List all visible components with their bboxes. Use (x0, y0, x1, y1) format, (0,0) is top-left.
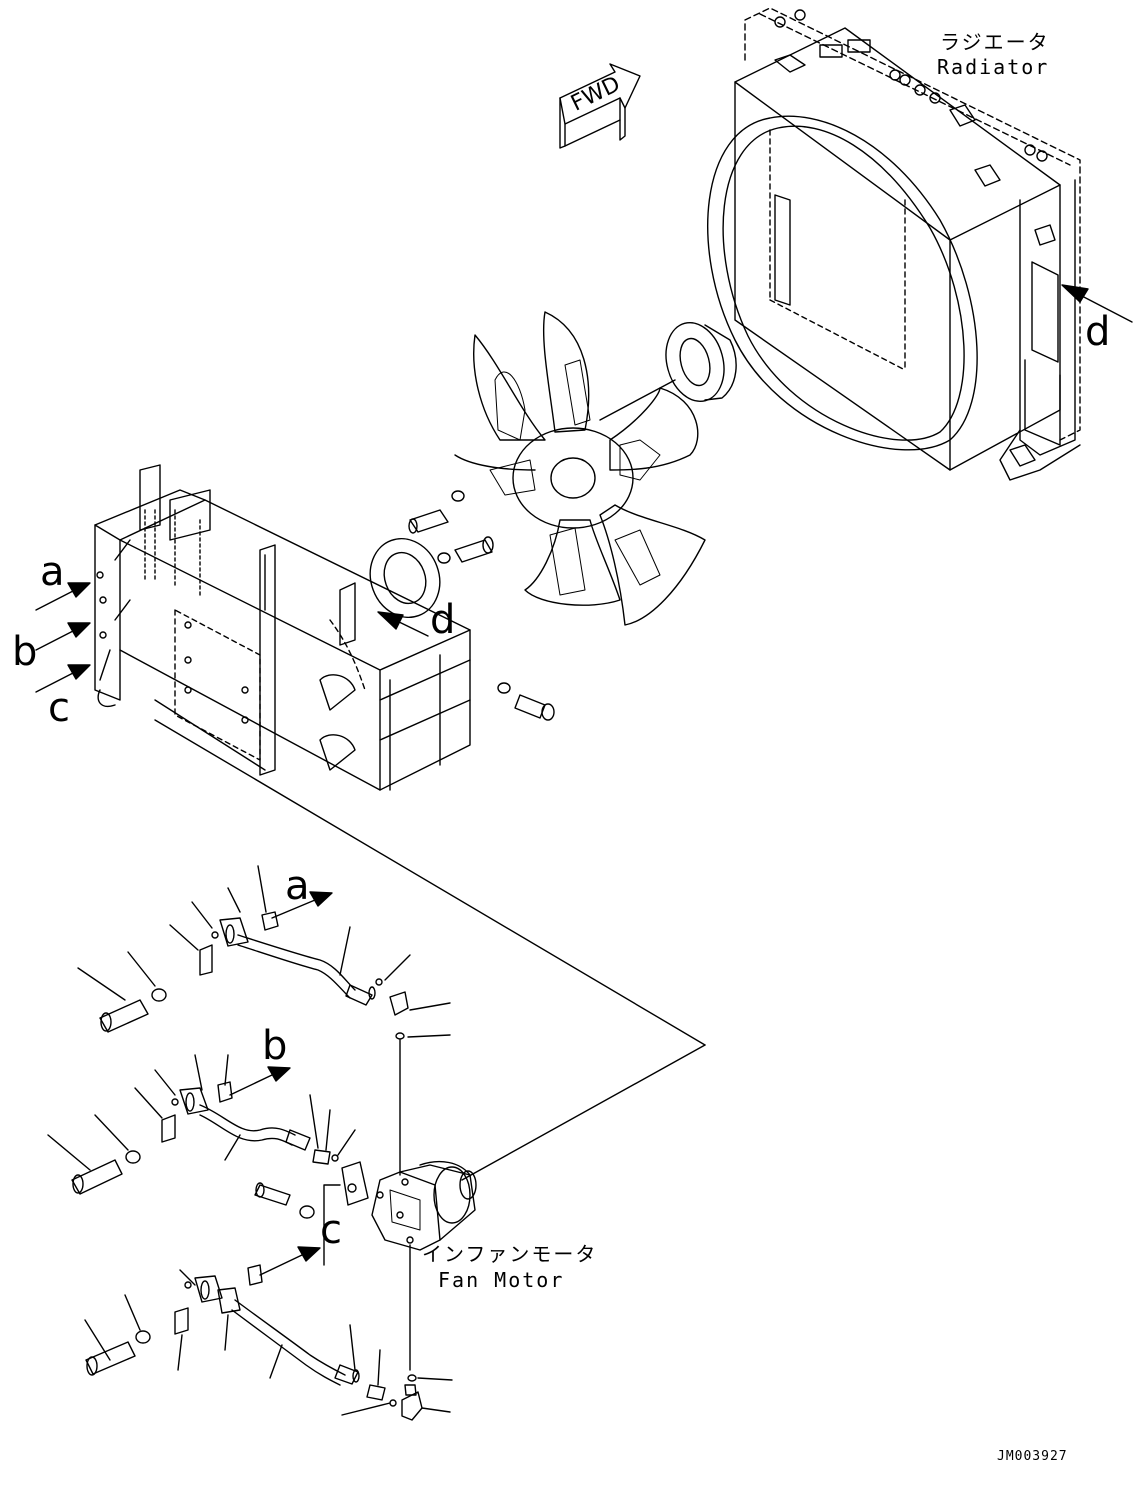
callout-b-hose: b (262, 1023, 288, 1069)
callout-c-bracket: c (48, 685, 70, 731)
callout-c-hose: c (320, 1207, 342, 1253)
bracket-callout-arrows (35, 582, 91, 693)
fan-motor-label-en: Fan Motor (438, 1268, 565, 1292)
fan-motor (254, 1160, 477, 1371)
fan-motor-label-jp: インファンモータ (422, 1242, 598, 1266)
callout-d-radiator: d (1085, 309, 1111, 355)
drawing-code: JM003927 (997, 1449, 1068, 1464)
hose-c-assembly (84, 1246, 453, 1421)
bracket-bolt (497, 682, 555, 721)
fan-spacer (665, 321, 737, 403)
radiator-label-jp: ラジエータ (940, 30, 1050, 54)
fan-motor-bracket (94, 464, 706, 1181)
cooling-fan (454, 311, 706, 626)
callout-d-bracket: d (430, 597, 456, 643)
hose-a-assembly (77, 865, 451, 1176)
callout-b-bracket: b (12, 629, 38, 675)
hose-b-assembly (47, 1054, 356, 1195)
fan-bolts (408, 490, 494, 564)
radiator-label-en: Radiator (937, 55, 1050, 79)
fwd-arrow-icon (559, 63, 641, 149)
callout-a-hose: a (285, 863, 310, 909)
callout-a-bracket: a (40, 549, 65, 595)
callout-d-bracket-arrow (377, 611, 429, 637)
callout-d-radiator-arrow (1061, 284, 1133, 323)
radiator (707, 7, 1081, 481)
